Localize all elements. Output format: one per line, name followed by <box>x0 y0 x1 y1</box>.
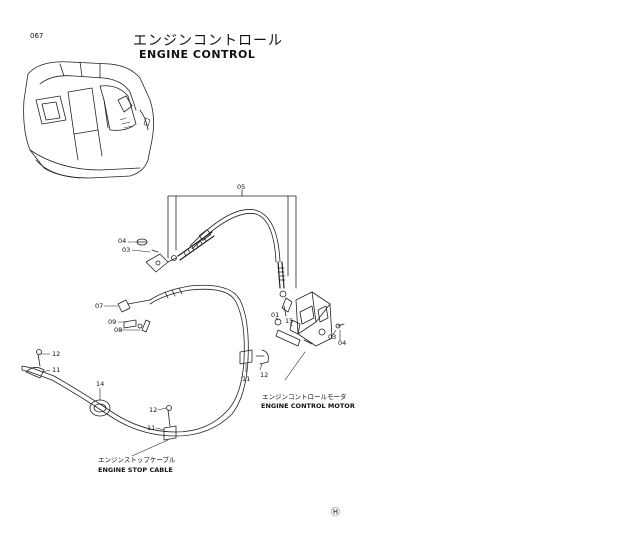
engine-control-motor <box>274 291 345 347</box>
caption-motor-japanese: エンジンコントロールモータ <box>262 393 347 401</box>
part-number-03-left: 03 <box>122 246 131 254</box>
part-number-11-bottom: 11 <box>147 424 156 432</box>
machine-overview-illustration <box>23 61 154 179</box>
caption-motor-english: ENGINE CONTROL MOTOR <box>261 402 355 410</box>
part-number-15: 15 <box>285 317 294 325</box>
part-number-09: 09 <box>108 318 117 326</box>
part-number-04-right: 04 <box>338 339 347 347</box>
part-number-04-left: 04 <box>118 237 127 245</box>
part-number-05: 05 <box>237 183 246 191</box>
title-japanese: エンジンコントロール <box>133 33 283 49</box>
page-number: 067 <box>30 32 44 40</box>
part-number-11-left: 11 <box>52 366 61 374</box>
caption-stop-cable-english: ENGINE STOP CABLE <box>98 466 173 474</box>
title-english: ENGINE CONTROL <box>139 48 256 61</box>
part-number-03-right: 03 <box>328 333 337 341</box>
cable-clips <box>25 349 269 441</box>
part-number-12-bottom: 12 <box>149 406 158 414</box>
hitachi-logo-icon: Ⓗ <box>331 508 341 518</box>
part-number-14: 14 <box>96 380 105 388</box>
engine-stop-cable <box>21 284 249 437</box>
engine-control-cable <box>177 209 287 298</box>
part-number-12-middle: 12 <box>260 371 269 379</box>
part-number-01: 01 <box>271 311 280 319</box>
clevis-left <box>136 238 177 273</box>
part-number-08: 08 <box>114 326 123 334</box>
part-number-12-left: 12 <box>52 350 61 358</box>
bracket-05 <box>167 189 297 289</box>
part-number-07: 07 <box>95 302 104 310</box>
caption-stop-cable-japanese: エンジンストップケーブル <box>98 456 176 464</box>
leader-lines <box>39 241 341 457</box>
stop-cable-parts <box>117 299 151 333</box>
part-number-11-middle: 11 <box>242 375 251 383</box>
